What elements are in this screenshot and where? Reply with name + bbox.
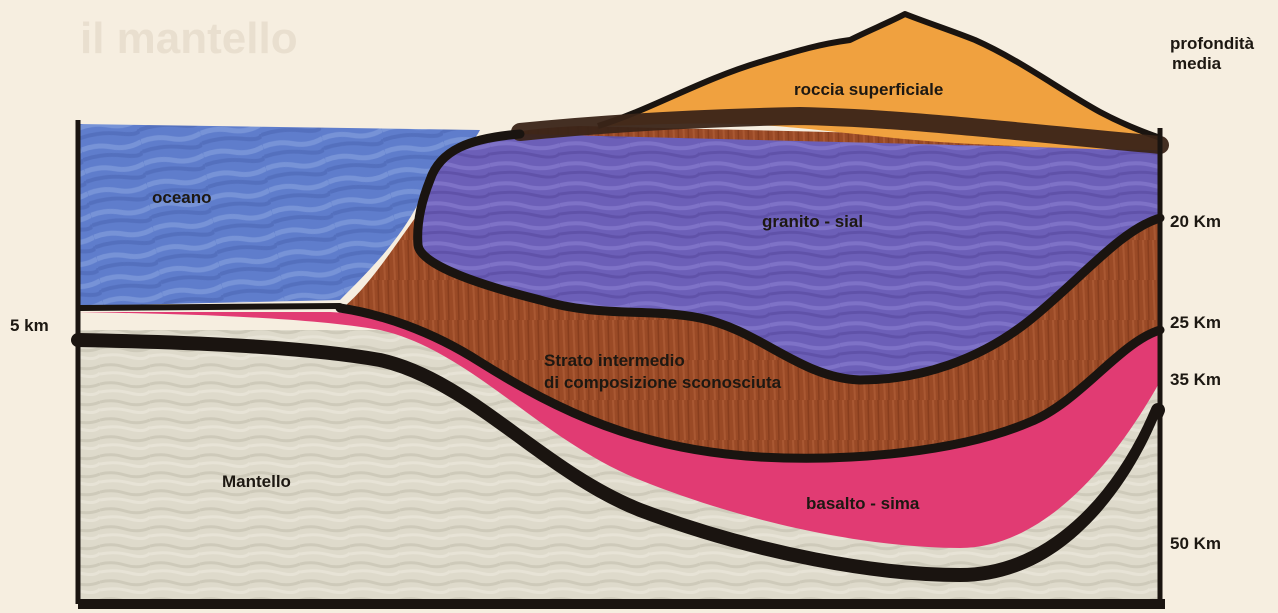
- label-granite: granito - sial: [762, 212, 863, 232]
- label-intermediate-line1: Strato intermedio: [544, 351, 685, 371]
- depth-header-line1: profondità: [1170, 34, 1254, 54]
- depth-header-line2: media: [1172, 54, 1221, 74]
- depth-marker-5km: 5 km: [10, 316, 49, 336]
- label-basalt: basalto - sima: [806, 494, 919, 514]
- depth-marker-25km: 25 Km: [1170, 313, 1221, 333]
- label-mantle: Mantello: [222, 472, 291, 492]
- depth-marker-20km: 20 Km: [1170, 212, 1221, 232]
- label-intermediate-line2: di composizione sconosciuta: [544, 373, 781, 393]
- label-ocean: oceano: [152, 188, 212, 208]
- depth-marker-35km: 35 Km: [1170, 370, 1221, 390]
- label-surface-rock: roccia superficiale: [794, 80, 943, 100]
- background-heading: il mantello: [80, 14, 298, 64]
- depth-marker-50km: 50 Km: [1170, 534, 1221, 554]
